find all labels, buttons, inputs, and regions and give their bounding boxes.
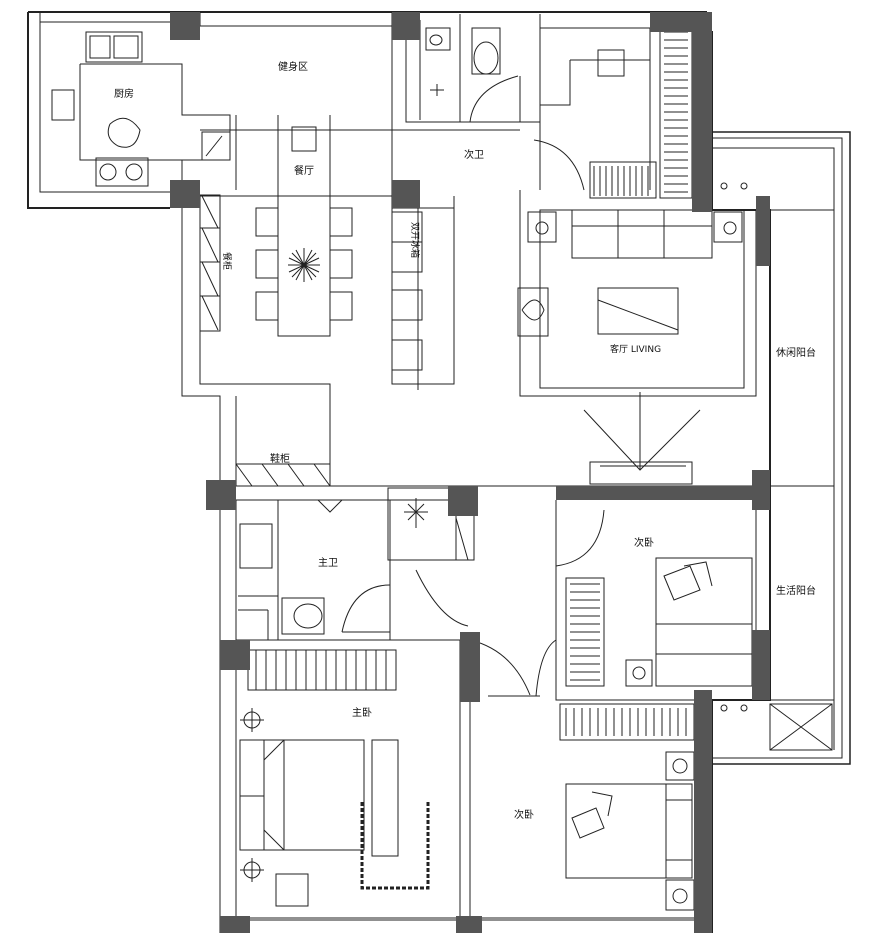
room-label-second-bedroom-2: 次卧: [514, 808, 534, 821]
room-label-second-bedroom-1: 次卧: [634, 536, 654, 549]
room-label-guest-bath: 次卫: [464, 148, 484, 161]
room-label-gym: 健身区: [278, 60, 308, 73]
room-label-master-bath: 主卫: [318, 557, 338, 569]
room-label-dining: 餐厅: [294, 164, 314, 177]
room-label-living: 客厅 LIVING: [610, 343, 661, 355]
room-label-master-bedroom: 主卧: [352, 706, 372, 719]
room-label-kitchen: 厨房: [114, 87, 134, 100]
label-shoe-cabinet: 鞋柜: [270, 452, 290, 465]
room-label-service-balcony: 生活阳台: [776, 584, 816, 597]
label-sideboard: 餐柜: [221, 252, 233, 270]
label-double-open-cabinet: 双开冰箱: [409, 222, 421, 258]
room-label-leisure-balcony: 休闲阳台: [776, 346, 816, 359]
